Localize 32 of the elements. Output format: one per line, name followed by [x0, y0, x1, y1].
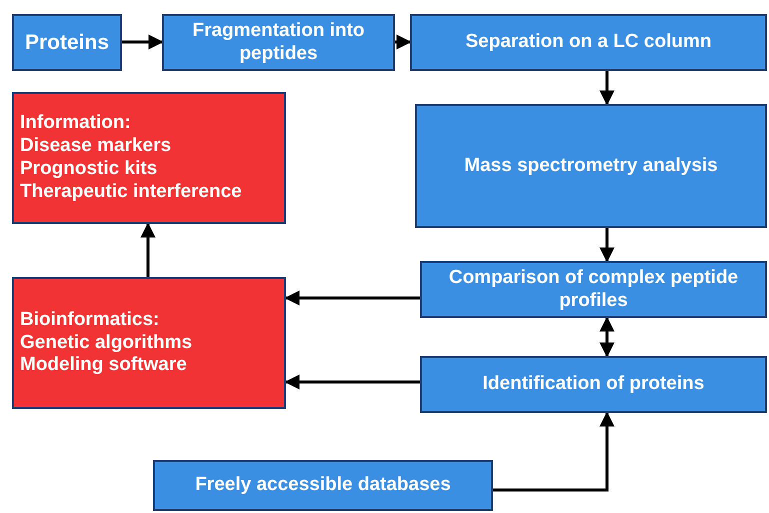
box-label: Comparison of complex peptide profiles — [448, 266, 740, 312]
info-box — [12, 92, 286, 224]
arrow — [600, 316, 614, 358]
arrow — [395, 34, 412, 50]
arrow — [140, 222, 156, 277]
process-box — [12, 14, 122, 71]
box-label: Separation on a LC column — [466, 31, 712, 54]
info-box — [12, 277, 286, 409]
arrow — [600, 71, 614, 106]
arrow — [284, 374, 420, 390]
box-label: Mass spectrometry analysis — [464, 154, 718, 178]
list-item: Prognostic kits — [20, 158, 158, 181]
list-item: Therapeutic interference — [20, 180, 242, 204]
process-box — [153, 460, 493, 511]
box-label: Freely accessible databases — [195, 474, 451, 497]
arrow — [284, 290, 420, 306]
process-box — [420, 261, 767, 318]
arrow — [600, 228, 614, 262]
process-box — [410, 14, 767, 71]
process-box — [162, 14, 395, 71]
box-label: Fragmentation into peptides — [191, 20, 366, 66]
box-heading: Information: — [20, 112, 131, 136]
box-label: Identification of proteins — [482, 373, 704, 396]
process-box — [415, 104, 767, 228]
arrow — [122, 34, 164, 50]
box-label: Proteins — [24, 30, 110, 56]
process-box — [420, 356, 767, 413]
arrow — [493, 412, 614, 492]
list-item: Disease markers — [20, 135, 172, 158]
list-item: Genetic algorithms — [20, 332, 192, 354]
list-item: Modeling software — [20, 354, 187, 378]
box-heading: Bioinformatics: — [20, 308, 160, 332]
